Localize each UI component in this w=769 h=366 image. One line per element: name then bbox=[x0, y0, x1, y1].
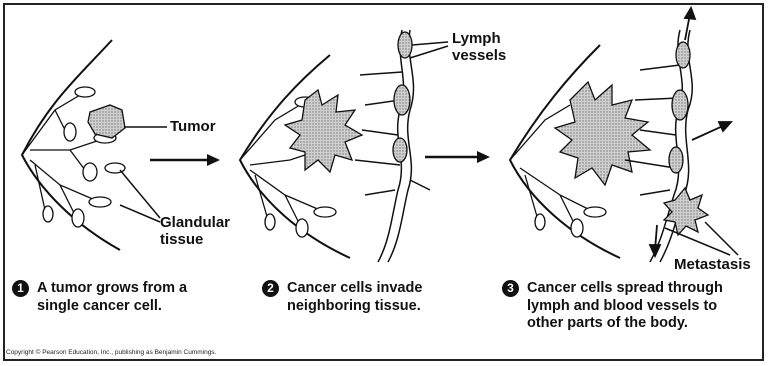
lymph-vessels-label-line2: vessels bbox=[452, 47, 506, 64]
arrow-panel-2-to-3 bbox=[425, 151, 490, 163]
arrow-panel-1-to-2 bbox=[150, 154, 220, 166]
step-2-line2: neighboring tissue. bbox=[287, 298, 421, 314]
metastasis-label: Metastasis bbox=[674, 256, 751, 273]
step-3-line3: other parts of the body. bbox=[527, 315, 688, 331]
step-3-caption: 3 Cancer cells spread through lymph and b… bbox=[502, 280, 764, 333]
step-1-number: 1 bbox=[12, 280, 29, 297]
metastatic-tumor-3 bbox=[664, 188, 708, 235]
step-2-number: 2 bbox=[262, 280, 279, 297]
tumor-label: Tumor bbox=[170, 118, 216, 135]
lymph-vessels-2 bbox=[355, 30, 430, 262]
lymph-pointer-lines bbox=[410, 42, 448, 58]
glandular-tissue-label-line2: tissue bbox=[160, 231, 203, 248]
step-2-caption: 2 Cancer cells invade neighboring tissue. bbox=[262, 280, 492, 315]
step-1-line1: A tumor grows from a bbox=[37, 280, 187, 296]
step-3-line1: Cancer cells spread through bbox=[527, 280, 723, 296]
tumor-mass-1 bbox=[88, 105, 125, 138]
step-1-caption: 1 A tumor grows from a single cancer cell… bbox=[12, 280, 252, 315]
step-2-line1: Cancer cells invade bbox=[287, 280, 422, 296]
glandular-tissue-label-line1: Glandular bbox=[160, 214, 230, 231]
spreading-tumor-3 bbox=[555, 82, 650, 185]
copyright-notice: Copyright © Pearson Education, Inc., pub… bbox=[6, 349, 216, 356]
glandular-pointer-lines bbox=[120, 170, 160, 222]
lymph-vessels-label-line1: Lymph bbox=[452, 30, 501, 47]
step-3-line2: lymph and blood vessels to bbox=[527, 298, 717, 314]
step-3-number: 3 bbox=[502, 280, 519, 297]
step-1-line2: single cancer cell. bbox=[37, 298, 162, 314]
